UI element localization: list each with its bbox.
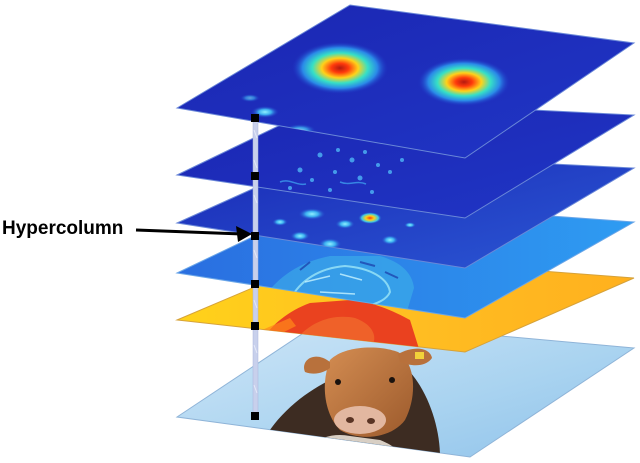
square-marker-icon bbox=[251, 172, 259, 180]
square-marker-icon bbox=[251, 280, 259, 288]
square-marker-icon bbox=[251, 322, 259, 330]
square-marker-icon bbox=[251, 114, 259, 122]
right-arrow-icon bbox=[135, 226, 252, 242]
hypercolumn-label: Hypercolumn bbox=[2, 218, 123, 239]
square-marker-icon bbox=[251, 412, 259, 420]
square-marker-icon bbox=[251, 232, 259, 240]
input-image-layer bbox=[175, 319, 636, 458]
output-heatmap-layer bbox=[175, 4, 636, 159]
hypercolumn-line bbox=[252, 117, 259, 419]
hypercolumn-markers bbox=[251, 114, 259, 420]
